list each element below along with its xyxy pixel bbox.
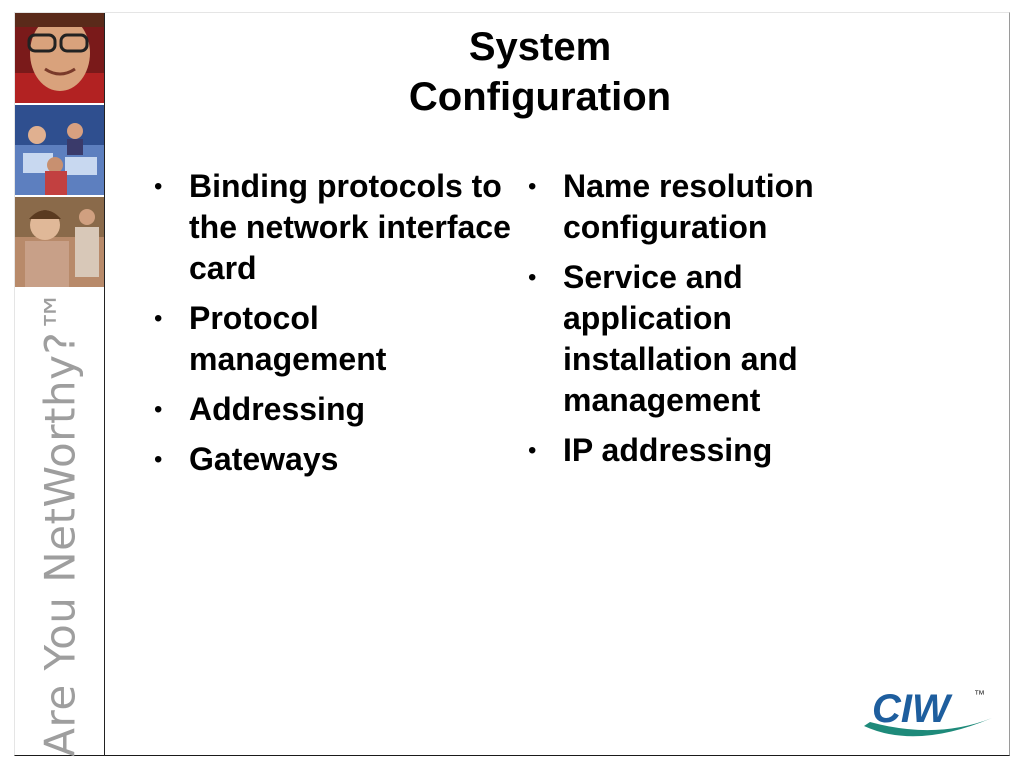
bullet-text: IP addressing	[563, 432, 773, 468]
sidebar: Are You NetWorthy?™	[15, 13, 105, 757]
ciw-logo: CIW ™	[856, 678, 996, 753]
bullet-text: Name resolution configuration	[563, 168, 814, 245]
bullet-item: •Name resolution configuration	[528, 168, 814, 245]
bullet-text: Service and application installation and…	[563, 259, 798, 418]
bullet-text: Protocol management	[189, 300, 387, 377]
ciw-logo-text: CIW	[872, 687, 953, 731]
bullet-list-right: •Name resolution configuration •Service …	[526, 166, 856, 480]
slide-title: System Configuration	[340, 22, 740, 122]
slide-title-line-1: System	[468, 25, 612, 69]
ciw-logo-trademark: ™	[974, 689, 985, 701]
bullet-text: Addressing	[189, 391, 366, 427]
photo-classroom	[15, 105, 104, 195]
slide-title-line-2: Configuration	[408, 75, 672, 119]
bullet-item: •Protocol management	[154, 300, 387, 377]
photo-woman	[15, 197, 104, 287]
bullet-item: •Addressing	[154, 391, 366, 427]
bullet-item: •IP addressing	[528, 432, 773, 468]
bullet-text: Gateways	[189, 441, 339, 477]
bullet-item: •Service and application installation an…	[528, 259, 798, 418]
bullet-list-left: •Binding protocols to the network interf…	[152, 166, 512, 489]
slide-frame: Are You NetWorthy?™	[14, 12, 1010, 757]
bullet-item: •Binding protocols to the network interf…	[154, 168, 511, 286]
tagline: Are You NetWorthy?™	[35, 289, 85, 757]
bullet-text: Binding protocols to the network interfa…	[189, 168, 511, 286]
bullet-item: •Gateways	[154, 441, 339, 477]
photo-smiling-man	[15, 13, 104, 103]
